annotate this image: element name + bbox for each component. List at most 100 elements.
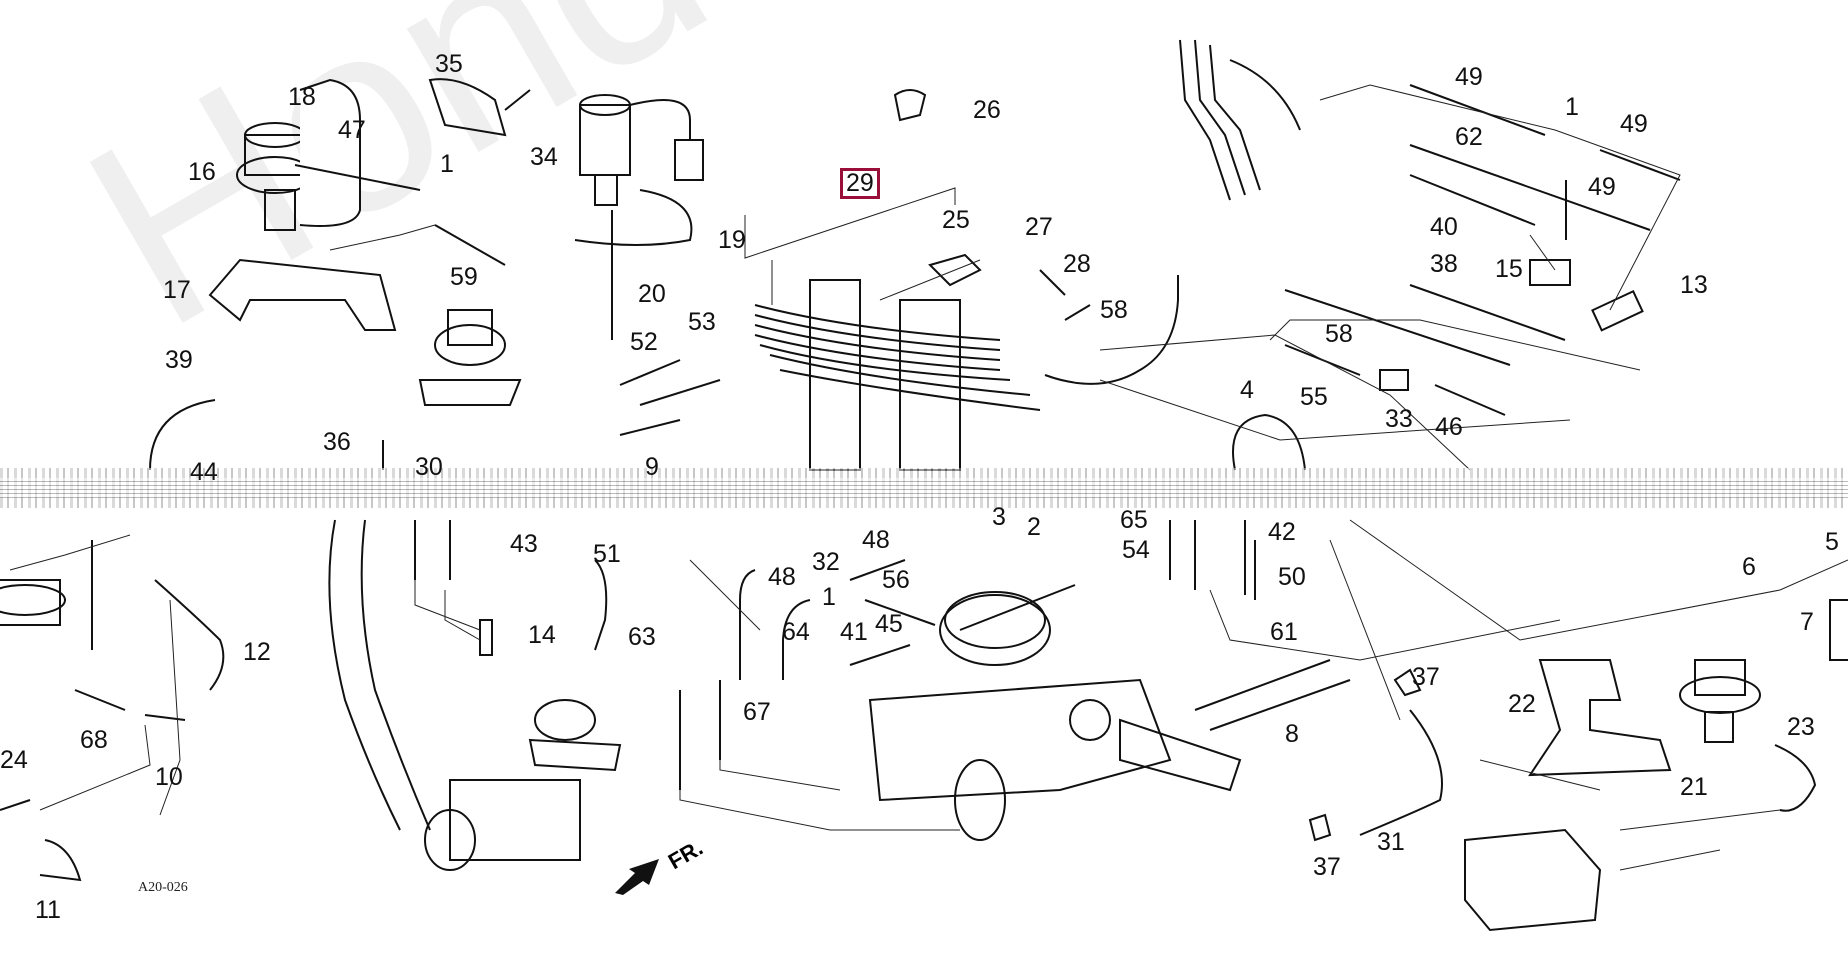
callout-30[interactable]: 30	[415, 453, 443, 481]
callout-32[interactable]: 32	[812, 548, 840, 576]
callout-7[interactable]: 7	[1800, 608, 1814, 636]
callout-68[interactable]: 68	[80, 726, 108, 754]
callout-65[interactable]: 65	[1120, 506, 1148, 534]
callout-48-left[interactable]: 48	[768, 563, 796, 591]
callout-43[interactable]: 43	[510, 530, 538, 558]
hose-4-drawing	[1232, 413, 1306, 471]
clamp-35-drawing	[428, 78, 507, 137]
hose-61-drawing	[1194, 659, 1331, 711]
callout-52[interactable]: 52	[630, 328, 658, 356]
hose-46-drawing	[1434, 384, 1506, 416]
callout-13[interactable]: 13	[1680, 271, 1708, 299]
hose-27-drawing	[1039, 269, 1066, 296]
callout-40[interactable]: 40	[1430, 213, 1458, 241]
callout-16[interactable]: 16	[188, 158, 216, 186]
hose-53-drawing	[639, 379, 721, 406]
callout-58-right[interactable]: 58	[1325, 320, 1353, 348]
callout-14[interactable]: 14	[528, 621, 556, 649]
callout-33[interactable]: 33	[1385, 405, 1413, 433]
callout-45[interactable]: 45	[875, 610, 903, 638]
carburetor-drawing	[868, 591, 1242, 841]
callout-3[interactable]: 3	[992, 503, 1006, 531]
callout-29-highlighted[interactable]: 29	[840, 168, 880, 199]
callout-54[interactable]: 54	[1122, 536, 1150, 564]
callout-26[interactable]: 26	[973, 96, 1001, 124]
callout-53[interactable]: 53	[688, 308, 716, 336]
hose-49b-drawing	[1599, 149, 1681, 181]
callout-49-right[interactable]: 49	[1620, 110, 1648, 138]
callout-4[interactable]: 4	[1240, 376, 1254, 404]
callout-48[interactable]: 48	[862, 526, 890, 554]
callout-21[interactable]: 21	[1680, 773, 1708, 801]
callout-59[interactable]: 59	[450, 263, 478, 291]
callout-46[interactable]: 46	[1435, 413, 1463, 441]
cable-43a-drawing	[328, 519, 401, 831]
callout-36[interactable]: 36	[323, 428, 351, 456]
callout-37-upper[interactable]: 37	[1412, 663, 1440, 691]
callout-1-upper-right[interactable]: 1	[1565, 93, 1579, 121]
callout-28[interactable]: 28	[1063, 250, 1091, 278]
callout-23[interactable]: 23	[1787, 713, 1815, 741]
callout-10[interactable]: 10	[155, 763, 183, 791]
clip-26-drawing	[893, 89, 927, 122]
callout-24[interactable]: 24	[0, 746, 28, 774]
callout-51[interactable]: 51	[593, 540, 621, 568]
callout-49[interactable]: 49	[1455, 63, 1483, 91]
callout-63[interactable]: 63	[628, 623, 656, 651]
callout-47[interactable]: 47	[338, 116, 366, 144]
clip-37-drawing	[1393, 668, 1422, 697]
valve-lower-left-drawing	[0, 579, 66, 626]
callout-41[interactable]: 41	[840, 618, 868, 646]
callout-61[interactable]: 61	[1270, 618, 1298, 646]
bracket-17-drawing	[208, 258, 397, 331]
cable-43b-drawing	[360, 519, 431, 831]
callout-6[interactable]: 6	[1742, 553, 1756, 581]
hose-11-drawing	[39, 839, 82, 882]
callout-56[interactable]: 56	[882, 566, 910, 594]
callout-1-center[interactable]: 1	[822, 583, 836, 611]
hose-59-drawing	[434, 224, 506, 266]
callout-67[interactable]: 67	[743, 698, 771, 726]
callout-39[interactable]: 39	[165, 346, 193, 374]
callout-17[interactable]: 17	[163, 276, 191, 304]
callout-19[interactable]: 19	[718, 226, 746, 254]
callout-1[interactable]: 1	[440, 150, 454, 178]
sensor-34-drawing	[579, 94, 704, 206]
callout-58[interactable]: 58	[1100, 296, 1128, 324]
callout-2[interactable]: 2	[1027, 513, 1041, 541]
callout-22[interactable]: 22	[1508, 690, 1536, 718]
callout-35[interactable]: 35	[435, 50, 463, 78]
callout-55[interactable]: 55	[1300, 383, 1328, 411]
callout-64[interactable]: 64	[782, 618, 810, 646]
callout-50[interactable]: 50	[1278, 563, 1306, 591]
hose-40-drawing	[1409, 174, 1536, 226]
cap-25-drawing	[928, 253, 982, 287]
hose-41-drawing	[849, 644, 911, 666]
callout-62[interactable]: 62	[1455, 123, 1483, 151]
callout-8[interactable]: 8	[1285, 720, 1299, 748]
callout-42[interactable]: 42	[1268, 518, 1296, 546]
hose-18-drawing	[299, 78, 361, 227]
callout-11[interactable]: 11	[35, 896, 61, 924]
callout-15[interactable]: 15	[1495, 255, 1523, 283]
callout-31[interactable]: 31	[1377, 828, 1405, 856]
callout-18[interactable]: 18	[288, 83, 316, 111]
hose-23-drawing	[1774, 744, 1817, 812]
valve-7-drawing	[1829, 599, 1848, 661]
callout-5[interactable]: 5	[1825, 528, 1839, 556]
bracket-22-drawing	[1528, 659, 1672, 777]
callout-37-lower[interactable]: 37	[1313, 853, 1341, 881]
callout-12[interactable]: 12	[243, 638, 271, 666]
callout-25[interactable]: 25	[942, 206, 970, 234]
callout-20[interactable]: 20	[638, 280, 666, 308]
callout-27[interactable]: 27	[1025, 213, 1053, 241]
callout-44[interactable]: 44	[190, 458, 218, 486]
callout-34[interactable]: 34	[530, 143, 558, 171]
hose-38-drawing	[1409, 284, 1566, 341]
sensor-13-drawing	[1591, 289, 1644, 332]
callout-9[interactable]: 9	[645, 453, 659, 481]
hose-19-drawing	[574, 189, 693, 246]
callout-38[interactable]: 38	[1430, 250, 1458, 278]
callout-49-vertical[interactable]: 49	[1588, 173, 1616, 201]
